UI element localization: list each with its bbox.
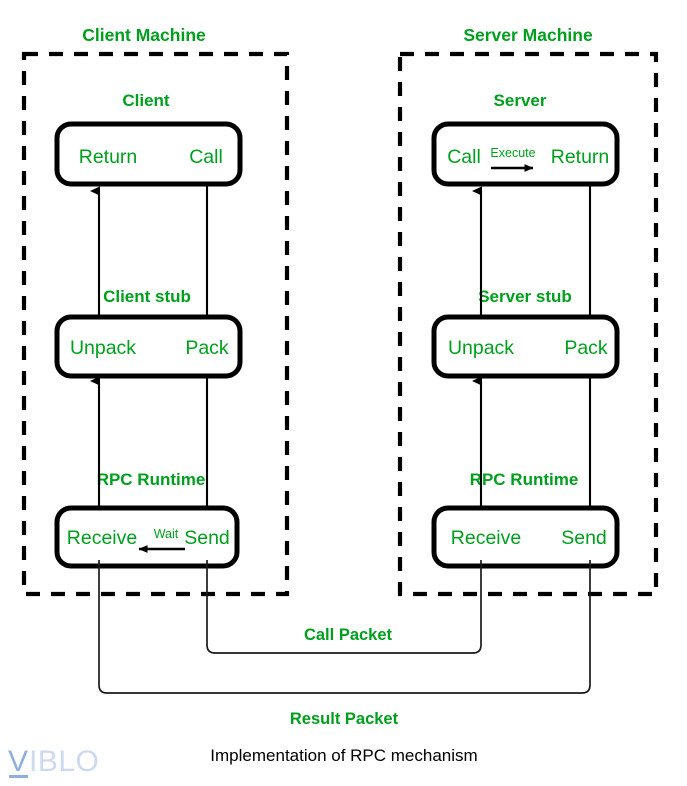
client-machine-title: Client Machine [82,25,206,45]
server-machine-title: Server Machine [463,25,593,45]
server-execute-label: Execute [490,146,535,160]
viblo-watermark: V IBLO [8,745,99,778]
client-layer-title: Client [122,91,170,110]
call-packet-label: Call Packet [304,626,393,644]
call-packet-route [206,560,482,654]
server-stub-layer-title: Server stub [478,287,572,306]
client-rpc-runtime-box [54,505,240,569]
server-runtime-port-send: Send [561,527,607,549]
client-stub-port-unpack: Unpack [70,337,136,359]
watermark-rest-letters: IBLO [29,745,99,778]
server-runtime-port-receive: Receive [451,527,521,549]
client-port-return: Return [79,146,138,168]
diagram-caption: Implementation of RPC mechanism [210,746,477,765]
client-stub-layer-title: Client stub [103,287,191,306]
result-packet-label: Result Packet [290,710,399,728]
client-rpc-runtime-layer-title: RPC Runtime [97,470,206,489]
server-rpc-runtime-box [431,505,620,569]
server-stub-box [431,314,620,379]
watermark-accent-letter: V [8,745,29,778]
server-stub-port-pack: Pack [564,337,608,359]
server-stub-port-unpack: Unpack [448,337,514,359]
client-stub-port-pack: Pack [185,337,229,359]
client-port-call: Call [189,146,223,168]
client-box [54,121,243,187]
client-machine-frame [21,51,290,597]
server-rpc-runtime-layer-title: RPC Runtime [470,470,579,489]
server-port-return: Return [551,146,610,168]
watermark-underline [9,775,28,778]
client-runtime-port-receive: Receive [67,527,137,549]
client-runtime-port-send: Send [184,527,230,549]
server-machine-frame [397,51,659,597]
client-stub-box [54,314,243,379]
client-runtime-wait-label: Wait [154,527,179,541]
server-layer-title: Server [494,91,547,110]
result-packet-route [98,560,591,694]
server-port-call: Call [447,146,481,168]
server-box [431,121,620,187]
